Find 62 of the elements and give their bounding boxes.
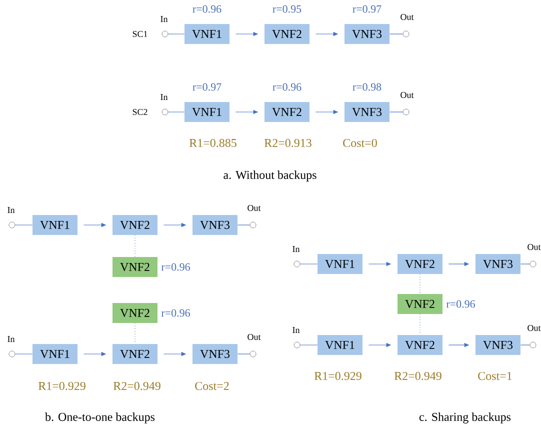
port-label: In bbox=[160, 16, 168, 22]
vnf-box: VNF2 bbox=[264, 102, 310, 122]
connector-line bbox=[237, 224, 250, 226]
vnf-box: VNF1 bbox=[318, 254, 362, 274]
vnf-box: VNF3 bbox=[192, 215, 238, 235]
result-label: R1=0.929 bbox=[314, 372, 362, 380]
result-label: Cost=0 bbox=[343, 138, 377, 148]
vnf-box: VNF2 bbox=[398, 254, 442, 274]
reliability-label: r=0.96 bbox=[161, 309, 190, 317]
vnf-box: VNF1 bbox=[32, 215, 78, 235]
dotted-line bbox=[134, 234, 136, 258]
vnf-box: VNF2 bbox=[112, 344, 158, 364]
vnf-box: VNF1 bbox=[32, 344, 78, 364]
backup-box: VNF2 bbox=[112, 257, 158, 277]
backup-box: VNF2 bbox=[112, 303, 158, 323]
port-label: Out bbox=[400, 92, 414, 98]
chain-label: SC2 bbox=[132, 108, 148, 116]
reliability-label: r=0.97 bbox=[352, 5, 382, 13]
chain-label: SC1 bbox=[132, 30, 148, 38]
result-label: Cost=1 bbox=[478, 372, 512, 380]
result-label: R2=0.913 bbox=[264, 138, 312, 148]
port-label: Out bbox=[528, 244, 541, 250]
reliability-label: r=0.96 bbox=[272, 83, 302, 91]
port-label: In bbox=[8, 336, 15, 342]
reliability-label: r=0.98 bbox=[352, 83, 382, 91]
result-label: R1=0.929 bbox=[38, 382, 86, 390]
vnf-box: VNF2 bbox=[398, 335, 442, 355]
result-label: Cost=2 bbox=[195, 382, 229, 390]
vnf-box: VNF3 bbox=[476, 254, 520, 274]
vnf-box: VNF3 bbox=[344, 102, 390, 122]
port-label: In bbox=[8, 207, 15, 213]
result-label: R2=0.949 bbox=[113, 382, 160, 390]
vnf-box: VNF2 bbox=[264, 24, 310, 44]
result-label: R1=0.885 bbox=[189, 138, 236, 148]
connector-line bbox=[520, 344, 530, 346]
port-label: Out bbox=[400, 14, 414, 20]
result-label: R2=0.949 bbox=[394, 372, 442, 380]
reliability-label: r=0.96 bbox=[192, 5, 222, 13]
port-label: Out bbox=[528, 324, 541, 332]
reliability-label: r=0.96 bbox=[161, 263, 190, 271]
subfigure-caption: a. Without backups bbox=[224, 170, 316, 182]
vnf-box: VNF1 bbox=[184, 24, 230, 44]
port-label: In bbox=[160, 94, 168, 100]
vnf-box: VNF3 bbox=[344, 24, 390, 44]
port-label: In bbox=[292, 327, 300, 333]
subfigure-caption: b. One-to-one backups bbox=[45, 412, 155, 424]
reliability-label: r=0.97 bbox=[192, 83, 222, 91]
vnf-box: VNF3 bbox=[192, 344, 238, 364]
subfigure-caption: c. Sharing backups bbox=[419, 412, 511, 424]
port-label: Out bbox=[248, 334, 261, 340]
vnf-box: VNF3 bbox=[476, 335, 520, 355]
port-label: Out bbox=[248, 204, 261, 212]
connector-line bbox=[300, 344, 318, 346]
port-label: In bbox=[292, 246, 300, 252]
reliability-label: r=0.96 bbox=[446, 300, 475, 308]
dotted-line bbox=[134, 322, 136, 344]
vnf-box: VNF2 bbox=[112, 215, 158, 235]
backup-box: VNF2 bbox=[398, 294, 442, 314]
vnf-box: VNF1 bbox=[318, 335, 362, 355]
reliability-label: r=0.95 bbox=[272, 5, 302, 13]
vnf-box: VNF1 bbox=[184, 102, 230, 122]
connector-line bbox=[14, 224, 33, 226]
